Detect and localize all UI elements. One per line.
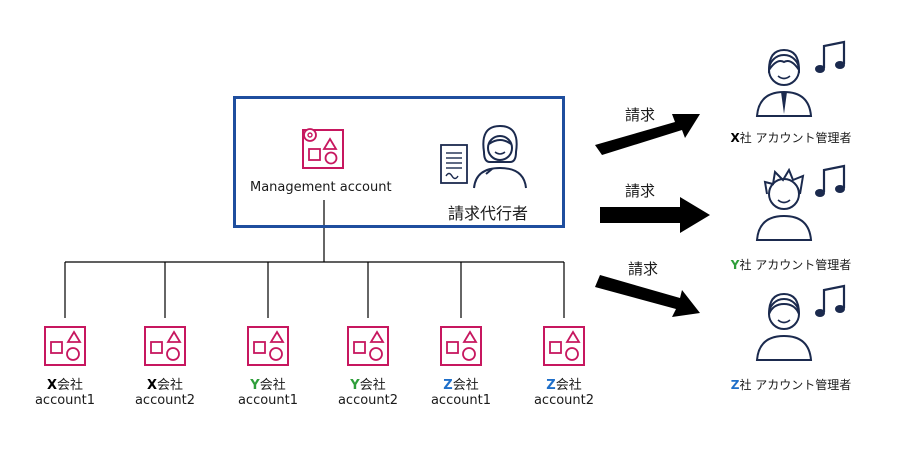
company-suffix: 会社 — [259, 378, 286, 393]
account-icon — [247, 326, 289, 366]
music-note-icon — [815, 284, 846, 317]
account-company: Z会社 — [411, 378, 511, 393]
admin-label: Z社 アカウント管理者 — [716, 376, 866, 393]
admin-person-icon — [755, 168, 813, 241]
management-account-icon — [302, 128, 344, 169]
account-icon — [543, 326, 585, 366]
account-icon — [347, 326, 389, 366]
admin-person-icon — [755, 292, 813, 361]
company-suffix: 会社 — [452, 378, 479, 393]
admin-label: X社 アカウント管理者 — [716, 129, 866, 146]
billing-arrow-z — [595, 275, 700, 317]
account-company: Y会社 — [318, 378, 418, 393]
management-account-label: Management account — [250, 180, 392, 195]
company-suffix: 会社 — [555, 378, 582, 393]
company-letter: Y — [730, 258, 740, 272]
management-account-box — [233, 96, 565, 228]
company-suffix: 会社 — [57, 378, 84, 393]
admin-suffix: 社 アカウント管理者 — [739, 131, 852, 145]
billing-label-x: 請求 — [625, 106, 656, 124]
account-name: account2 — [134, 393, 196, 408]
document-icon — [440, 144, 468, 184]
admin-suffix: 社 アカウント管理者 — [739, 258, 852, 272]
account-company: Z会社 — [514, 378, 614, 393]
music-note-icon — [815, 164, 846, 197]
company-letter: X — [46, 378, 57, 393]
billing-label-z: 請求 — [628, 260, 659, 278]
account-name: account1 — [237, 393, 299, 408]
company-suffix: 会社 — [157, 378, 184, 393]
company-letter: Z — [546, 378, 556, 393]
billing-arrow-x — [595, 114, 700, 155]
account-company: Y会社 — [218, 378, 318, 393]
account-company: X会社 — [115, 378, 215, 393]
admin-suffix: 社 アカウント管理者 — [739, 378, 852, 392]
account-icon — [144, 326, 186, 366]
billing-arrow-y — [600, 197, 710, 233]
account-company: X会社 — [15, 378, 115, 393]
company-letter: Y — [350, 378, 360, 393]
billing-label-y: 請求 — [625, 182, 656, 200]
company-suffix: 会社 — [359, 378, 386, 393]
account-name: account2 — [337, 393, 399, 408]
account-name: account1 — [430, 393, 492, 408]
admin-person-icon — [755, 48, 813, 117]
account-icon — [44, 326, 86, 366]
company-letter: X — [146, 378, 157, 393]
billing-agent-label: 請求代行者 — [448, 204, 529, 223]
account-name: account2 — [533, 393, 595, 408]
account-icon — [440, 326, 482, 366]
company-letter: Z — [730, 378, 740, 392]
billing-agent-person-icon — [473, 124, 527, 189]
account-name: account1 — [34, 393, 96, 408]
music-note-icon — [815, 40, 846, 73]
company-letter: Y — [250, 378, 260, 393]
admin-label: Y社 アカウント管理者 — [716, 256, 866, 273]
company-letter: X — [730, 131, 740, 145]
company-letter: Z — [443, 378, 453, 393]
